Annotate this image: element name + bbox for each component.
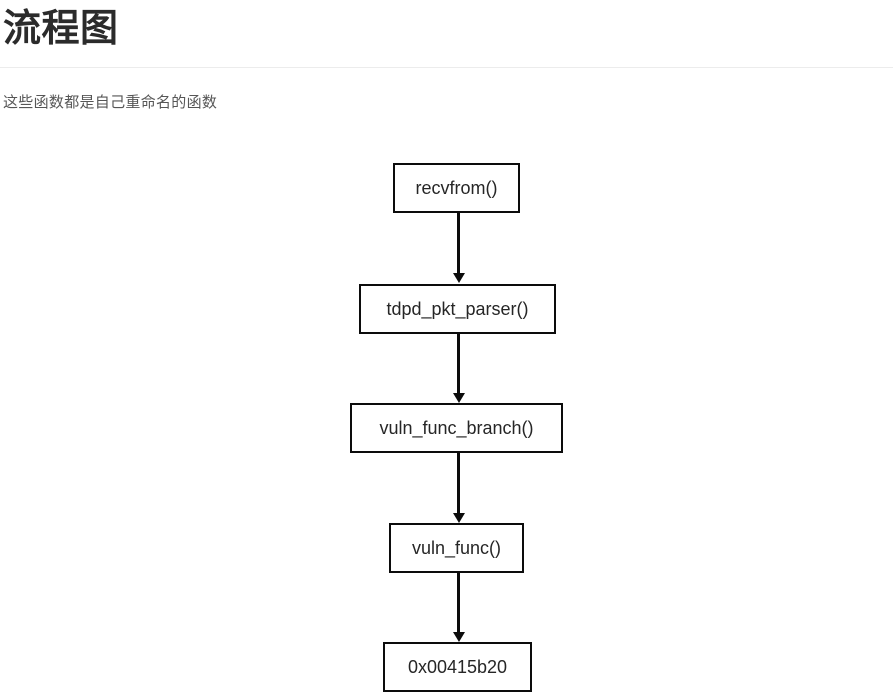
flow-node-label: vuln_func_branch(): [379, 417, 534, 438]
flow-node-recvfrom[interactable]: recvfrom(): [393, 163, 520, 213]
flow-edge-vuln-func-to-address: [457, 573, 460, 633]
page-header: 流程图: [0, 0, 893, 68]
flow-node-label: vuln_func(): [411, 537, 502, 558]
page-subtitle: 这些函数都是自己重命名的函数: [3, 94, 218, 111]
flow-node-label: 0x00415b20: [407, 656, 508, 677]
flow-node-tdpd-pkt-parser[interactable]: tdpd_pkt_parser(): [359, 284, 556, 334]
page-title: 流程图: [3, 8, 119, 50]
flow-node-address-0x00415b20[interactable]: 0x00415b20: [383, 642, 532, 692]
flow-edge-recvfrom-to-tdpd-pkt-parser: [457, 213, 460, 274]
flow-edge-tdpd-pkt-parser-to-vuln-func-branch: [457, 334, 460, 394]
flow-node-label: recvfrom(): [415, 177, 498, 198]
title-divider: [0, 67, 893, 68]
flow-node-label: tdpd_pkt_parser(): [386, 298, 529, 319]
flow-edge-vuln-func-branch-to-vuln-func: [457, 453, 460, 514]
flow-node-vuln-func-branch[interactable]: vuln_func_branch(): [350, 403, 563, 453]
flow-node-vuln-func[interactable]: vuln_func(): [389, 523, 524, 573]
